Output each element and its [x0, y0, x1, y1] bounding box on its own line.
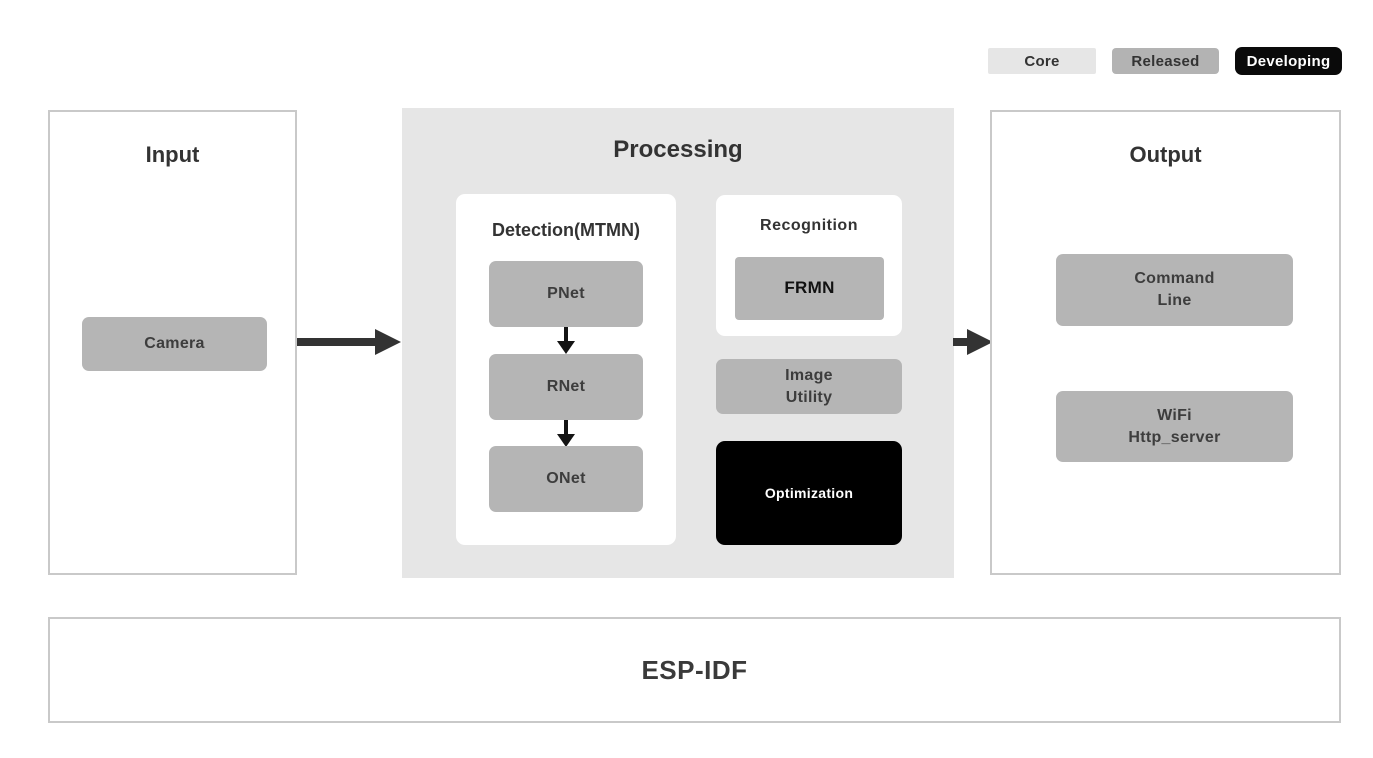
arrow-rnet-to-onet	[557, 420, 575, 447]
detection-group-title: Detection(MTMN)	[492, 220, 640, 240]
input-panel-title: Input	[145, 142, 200, 167]
output-panel-title: Output	[1129, 142, 1202, 167]
arrow-head	[375, 329, 401, 355]
frmn-node: FRMN	[735, 257, 884, 320]
arrow-input-to-processing	[297, 329, 401, 355]
pnet-node: PNet	[489, 261, 643, 327]
optimization-node: Optimization	[716, 441, 902, 545]
wifi-line2: Http_server	[1128, 428, 1221, 446]
rnet-node: RNet	[489, 354, 643, 420]
arrow-shaft	[953, 338, 969, 346]
wifi-http-server-node: WiFi Http_server	[1056, 391, 1293, 462]
processing-panel: Processing Detection(MTMN) PNet RNet ONe…	[402, 108, 954, 578]
espidf-panel-title: ESP-IDF	[641, 654, 748, 685]
arrow-shaft	[564, 327, 568, 343]
image-utility-node: Image Utility	[716, 359, 902, 414]
camera-node: Camera	[82, 317, 267, 371]
arrow-shaft	[564, 420, 568, 436]
detection-group: Detection(MTMN) PNet RNet ONet	[456, 194, 676, 545]
command-line-line2: Line	[1157, 292, 1192, 309]
processing-panel-title: Processing	[613, 136, 743, 163]
command-line-line1: Command	[1134, 270, 1215, 288]
recognition-group-title: Recognition	[760, 217, 858, 234]
input-panel: Input Camera	[48, 110, 297, 575]
arrow-shaft	[297, 338, 377, 346]
arrow-head	[557, 434, 575, 447]
command-line-node: Command Line	[1056, 254, 1293, 326]
arrow-processing-to-output	[953, 329, 993, 355]
optimization-node-label: Optimization	[764, 484, 854, 501]
arrow-head	[967, 329, 993, 355]
arrow-head	[557, 341, 575, 354]
legend-badge-core: Core	[988, 48, 1096, 74]
recognition-group: Recognition FRMN	[716, 195, 902, 336]
legend-badge-released: Released	[1112, 48, 1219, 74]
image-utility-line2: Utility	[785, 388, 833, 406]
output-panel: Output Command Line WiFi Http_server	[990, 110, 1341, 575]
espidf-panel: ESP-IDF	[48, 617, 1341, 723]
arrow-pnet-to-rnet	[557, 327, 575, 354]
wifi-line1: WiFi	[1157, 406, 1192, 424]
onet-node: ONet	[489, 446, 643, 512]
legend-badge-developing: Developing	[1235, 47, 1342, 75]
image-utility-line1: Image	[785, 366, 833, 384]
camera-node-label: Camera	[144, 335, 205, 353]
